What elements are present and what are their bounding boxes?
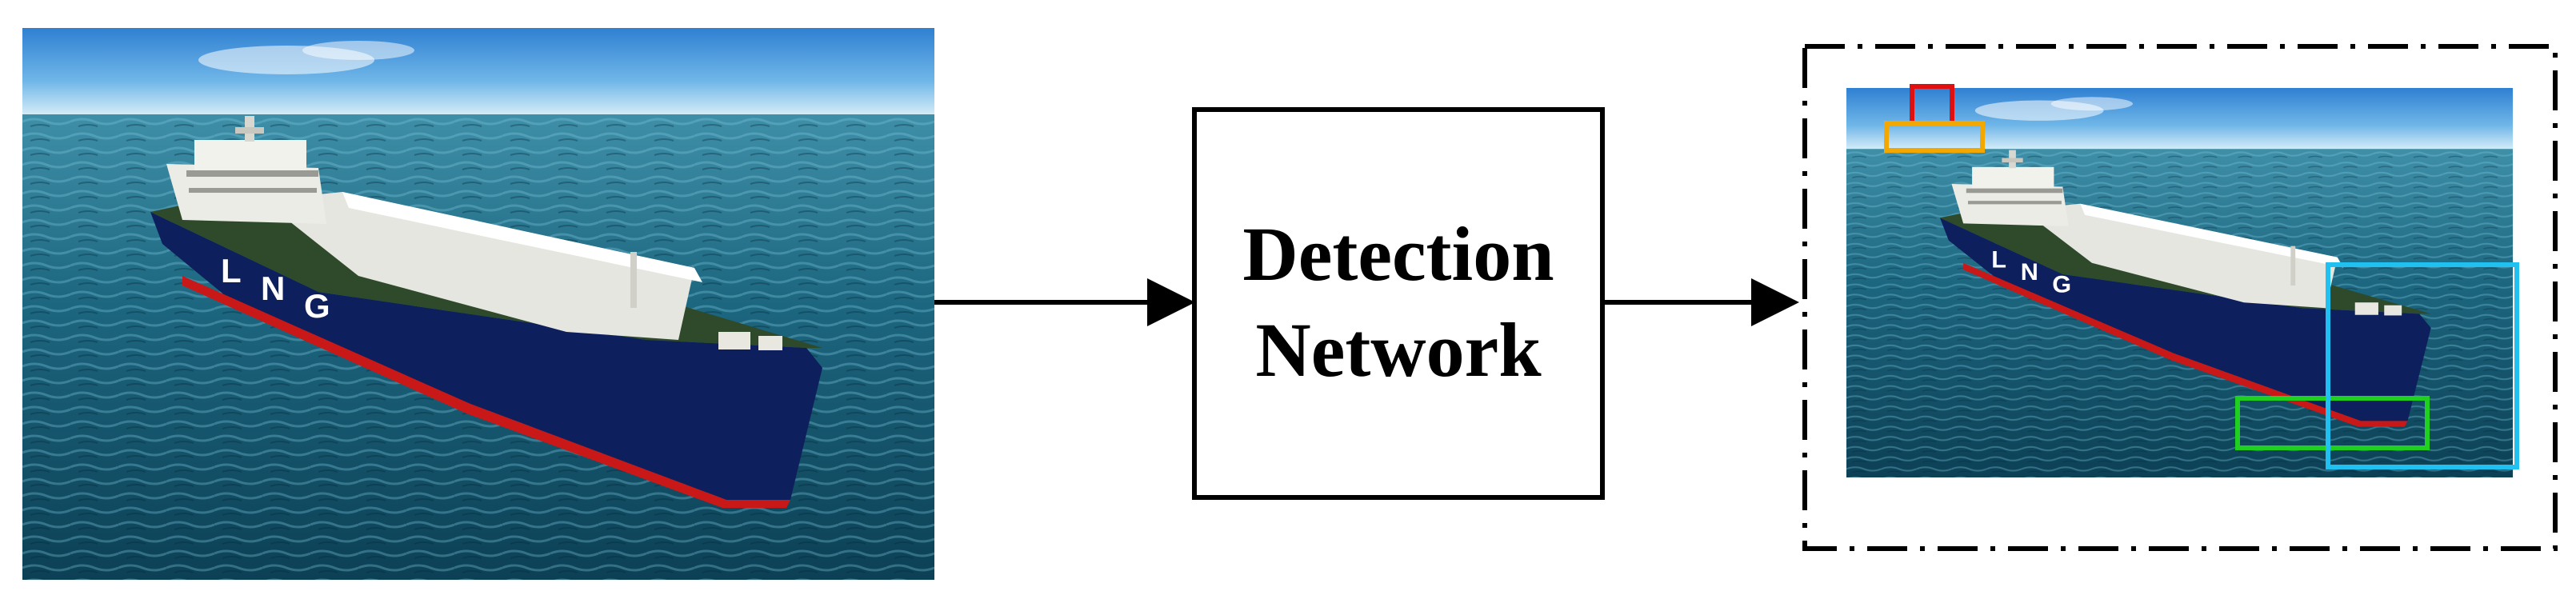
detection-box-hull: [2235, 396, 2430, 450]
output-hull-letter-g: G: [2052, 272, 2071, 298]
hull-letter-l: L: [221, 252, 242, 290]
detection-box-bow: [2326, 262, 2519, 469]
hull-letter-g: G: [304, 287, 330, 325]
hull-letter-n: N: [261, 270, 285, 307]
detection-box-bridge: [1884, 121, 1985, 153]
detection-network-box: Detection Network: [1192, 107, 1605, 500]
output-frame: [1802, 44, 2558, 551]
input-ship-image: L N G: [22, 28, 934, 580]
box-label-line1: Detection: [1242, 211, 1554, 297]
output-ship-image: L N G: [1846, 88, 2513, 477]
output-hull-letter-n: N: [2021, 259, 2038, 285]
box-label-line2: Network: [1255, 307, 1542, 393]
output-hull-letter-l: L: [1991, 247, 2006, 273]
